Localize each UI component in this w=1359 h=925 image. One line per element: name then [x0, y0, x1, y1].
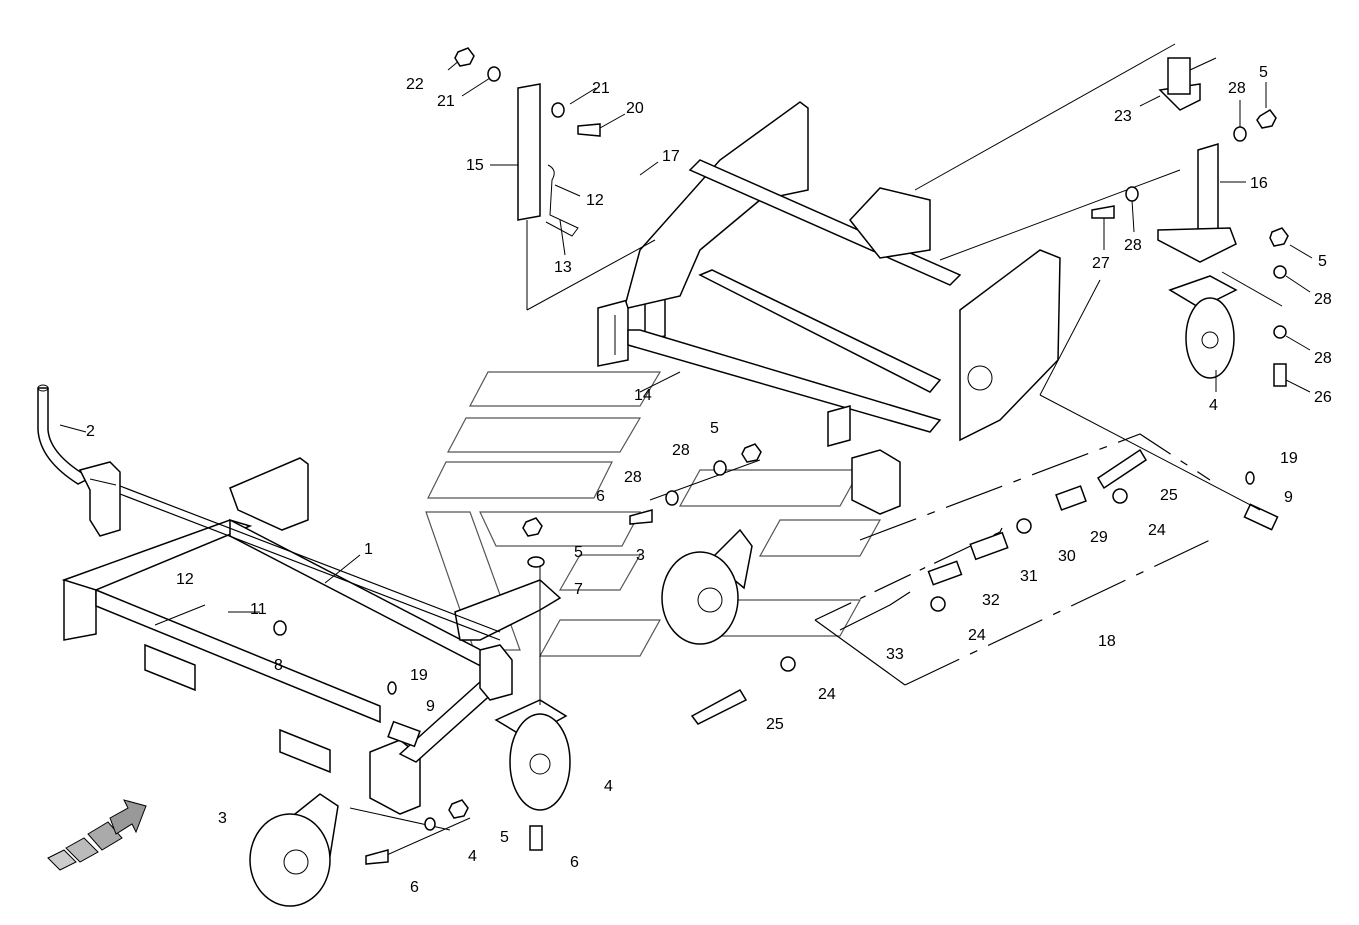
- part-label: 30: [1058, 548, 1076, 565]
- part-label: 13: [554, 259, 572, 276]
- hitch-hardware: [690, 448, 1279, 725]
- part-label: 15: [466, 157, 484, 174]
- part-label: 14: [634, 387, 652, 404]
- part-label: 21: [592, 80, 610, 97]
- part-label: 25: [766, 716, 784, 733]
- part-labels: 22 21 21 20 15 17 12 13 14 23 28 5 16 27…: [86, 64, 1332, 896]
- part-label: 7: [574, 581, 583, 598]
- part-label: 29: [1090, 529, 1108, 546]
- part-label: 3: [636, 547, 645, 564]
- part-label: 28: [1314, 291, 1332, 308]
- part-label: 24: [818, 686, 836, 703]
- part-label: 24: [968, 627, 986, 644]
- part-label: 2: [86, 423, 95, 440]
- part-label: 19: [410, 667, 428, 684]
- part-label: 9: [426, 698, 435, 715]
- front-frame-1: [61, 457, 562, 815]
- part-label: 18: [1098, 633, 1116, 650]
- part-label: 24: [1148, 522, 1166, 539]
- wheel-3-rear: [661, 528, 753, 645]
- part-label: 28: [1314, 350, 1332, 367]
- part-label: 27: [1092, 255, 1110, 272]
- part-label: 32: [982, 592, 1000, 609]
- part-label: 9: [1284, 489, 1293, 506]
- part-label: 20: [626, 100, 644, 117]
- forward-arrow-icon: [47, 799, 147, 871]
- part-label: 3: [218, 810, 227, 827]
- part-label: 5: [574, 544, 583, 561]
- jack-stand-16: [1157, 57, 1237, 263]
- part-label: 33: [886, 646, 904, 663]
- leader-lines: [59, 43, 1313, 859]
- part-label: 28: [1228, 80, 1246, 97]
- part-label: 22: [406, 76, 424, 93]
- ground-plate-18: [814, 433, 1211, 686]
- part-label: 17: [662, 148, 680, 165]
- part-label: 19: [1280, 450, 1298, 467]
- rear-frame-14: [597, 101, 1061, 515]
- part-label: 4: [1209, 397, 1218, 414]
- handle-2: [37, 384, 121, 537]
- part-label: 4: [468, 848, 477, 865]
- part-label: 6: [596, 488, 605, 505]
- part-label: 21: [437, 93, 455, 110]
- part-label: 25: [1160, 487, 1178, 504]
- part-label: 12: [586, 192, 604, 209]
- part-label: 6: [410, 879, 419, 896]
- fasteners: [273, 47, 1289, 865]
- part-label: 5: [1259, 64, 1268, 81]
- part-label: 5: [710, 420, 719, 437]
- part-label: 5: [1318, 253, 1327, 270]
- part-label: 28: [1124, 237, 1142, 254]
- part-label: 28: [672, 442, 690, 459]
- part-label: 31: [1020, 568, 1038, 585]
- part-label: 12: [176, 571, 194, 588]
- castor-wheel-4-right: [1168, 275, 1238, 379]
- part-label: 16: [1250, 175, 1268, 192]
- part-label: 6: [570, 854, 579, 871]
- part-label: 5: [500, 829, 509, 846]
- castor-wheel-4-front: [494, 699, 571, 811]
- part-label: 8: [274, 657, 283, 674]
- post-15: [517, 83, 579, 237]
- part-label: 23: [1114, 108, 1132, 125]
- part-label: 11: [250, 601, 267, 618]
- wheel-3-front: [249, 793, 339, 907]
- part-label: 4: [604, 778, 613, 795]
- part-label: 1: [364, 541, 373, 558]
- part-label: 26: [1314, 389, 1332, 406]
- part-label: 28: [624, 469, 642, 486]
